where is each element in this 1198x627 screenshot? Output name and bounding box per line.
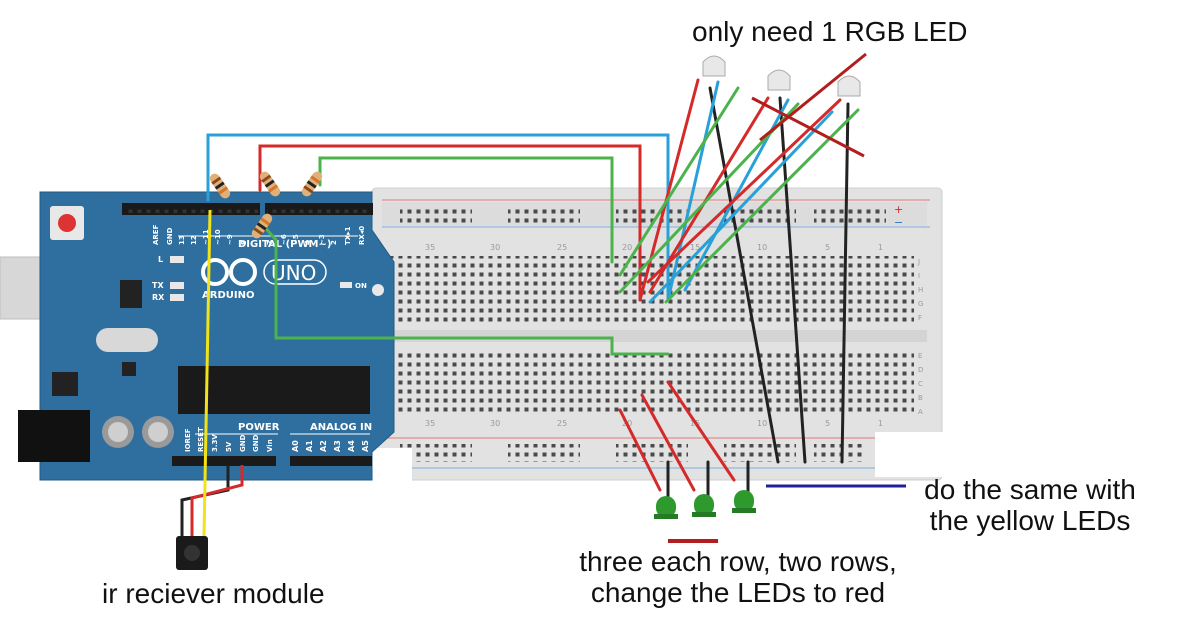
column-number: 25: [557, 243, 567, 252]
analog-pin-label: A0: [291, 440, 300, 452]
yellow-leds-annotation-line1: do the same with: [924, 474, 1136, 505]
top-pin-label: 12: [190, 235, 198, 245]
analog-in-label: ANALOG IN: [310, 422, 372, 433]
uno-label: UNO: [271, 261, 316, 285]
top-pin-label: 4: [304, 240, 312, 245]
row-letter: H: [918, 286, 923, 294]
column-number: 20: [622, 243, 632, 252]
column-number: 35: [425, 419, 435, 428]
arduino-logo-text: ARDUINO: [202, 290, 254, 301]
ir-receiver-annotation: ir reciever module: [102, 578, 325, 609]
rgb-led: [767, 69, 791, 91]
led-rows-annotation-line2: change the LEDs to red: [590, 577, 886, 608]
top-pin-label: AREF: [152, 224, 160, 245]
column-number: 1: [878, 243, 883, 252]
row-letter: G: [918, 300, 923, 308]
top-pin-label: ~10: [214, 229, 222, 245]
row-letter: A: [918, 408, 923, 416]
green-led: [732, 490, 756, 513]
breadboard: + − 35 30 25 20 15 10 5 1 35 30 25 20 15…: [272, 187, 945, 488]
row-letter: D: [918, 366, 923, 374]
row-letter: J: [917, 258, 920, 266]
column-number: 1: [878, 419, 883, 428]
power-pin-label: 5V: [225, 441, 233, 452]
column-number: 25: [557, 419, 567, 428]
top-pin-label: 2: [330, 240, 338, 245]
row-letter: E: [918, 352, 922, 360]
top-pin-label: 8: [240, 240, 248, 245]
row-letter: F: [918, 314, 922, 322]
yellow-leds-annotation-line2: the yellow LEDs: [929, 505, 1131, 536]
power-pin-label: Vin: [266, 439, 274, 452]
column-number: 15: [690, 243, 700, 252]
analog-pin-label: A1: [305, 440, 314, 452]
wire-green: [260, 222, 670, 356]
wire-blue: [206, 133, 670, 302]
green-led: [692, 494, 716, 517]
ir-receiver-module: [176, 209, 244, 570]
on-label: ON: [355, 282, 367, 290]
row-letter: C: [918, 380, 923, 388]
top-pin-label: 7: [266, 240, 274, 245]
resistors: [209, 171, 323, 239]
analog-pin-label: A3: [333, 440, 342, 452]
column-number: 10: [757, 419, 767, 428]
analog-pin-label: A5: [361, 440, 370, 452]
rgb-led: [837, 75, 861, 97]
top-pin-label: 13: [178, 235, 186, 245]
row-letter: B: [918, 394, 923, 402]
digital-header-label: DIGITAL (PWM~): [238, 239, 331, 250]
top-pin-label: ~3: [318, 234, 326, 245]
top-pin-label: ~6: [280, 234, 288, 245]
power-pin-label: IOREF: [184, 428, 192, 452]
top-pin-label: ~5: [292, 234, 300, 245]
power-pin-label: GND: [239, 434, 247, 452]
top-pin-label: ~11: [202, 229, 210, 245]
power-pin-label: GND: [252, 434, 260, 452]
column-number: 5: [825, 419, 830, 428]
top-pin-label: ~9: [226, 234, 234, 245]
strike-line: [759, 52, 867, 142]
power-label: POWER: [238, 422, 280, 433]
rgb-led-annotation: only need 1 RGB LED: [692, 16, 968, 47]
arduino-logo: ARDUINO UNO: [201, 258, 327, 301]
column-number: 5: [825, 243, 830, 252]
led-label-l: L: [158, 255, 163, 264]
analog-pin-label: A4: [347, 440, 356, 452]
wire-red: [258, 144, 642, 302]
rgb-led: [702, 55, 726, 77]
led-label-tx: TX: [152, 281, 164, 290]
led-rows-annotation-line1: three each row, two rows,: [579, 546, 897, 577]
power-pin-label: 3.3V: [211, 434, 219, 452]
yellow-leds-annotation: do the same with the yellow LEDs: [902, 474, 1158, 536]
top-pin-label: GND: [166, 227, 174, 245]
green-led: [654, 496, 678, 519]
power-pin-label: RESET: [197, 427, 205, 452]
strike-line: [751, 96, 865, 158]
row-letter: I: [918, 272, 920, 280]
top-pin-label: RX◂0: [358, 226, 366, 245]
column-number: 35: [425, 243, 435, 252]
column-number: 30: [490, 419, 500, 428]
led-label-rx: RX: [152, 293, 165, 302]
wire-green: [318, 156, 614, 264]
led-rows-annotation: three each row, two rows, change the LED…: [548, 546, 928, 608]
column-number: 30: [490, 243, 500, 252]
rail-minus-label: −: [894, 216, 903, 229]
column-number: 10: [757, 243, 767, 252]
analog-pin-label: A2: [319, 440, 328, 452]
rail-plus-label: +: [894, 203, 903, 216]
